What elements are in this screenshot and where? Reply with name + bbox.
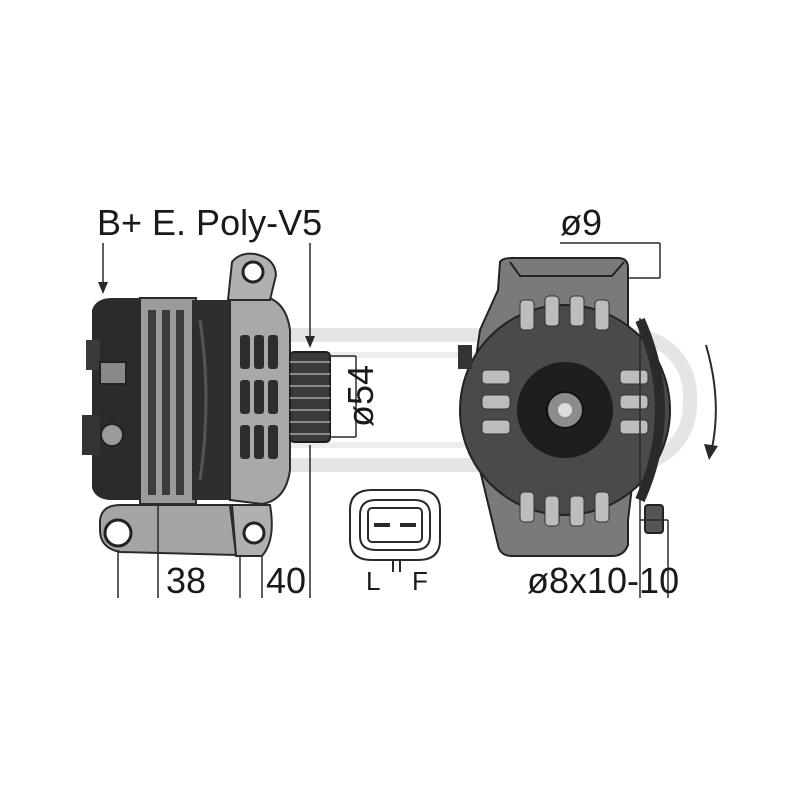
label-connector-left: L	[366, 566, 381, 596]
dimension-lines-left	[98, 243, 357, 598]
label-top-left: B+ E. Poly-V5	[97, 202, 323, 243]
alternator-side-view	[82, 252, 331, 557]
label-connector-right: F	[412, 566, 428, 596]
dimension-lines-right	[560, 242, 669, 598]
rotation-arrow-icon	[704, 344, 718, 460]
label-pulley-diameter: ø54	[340, 364, 382, 428]
label-bolt-dims: ø8x10-10	[527, 560, 680, 601]
connector-diagram	[349, 489, 441, 572]
alternator-front-view	[458, 257, 671, 557]
label-top-right: ø9	[560, 202, 603, 243]
label-dim-40: 40	[266, 560, 307, 601]
label-dim-38: 38	[166, 560, 207, 601]
